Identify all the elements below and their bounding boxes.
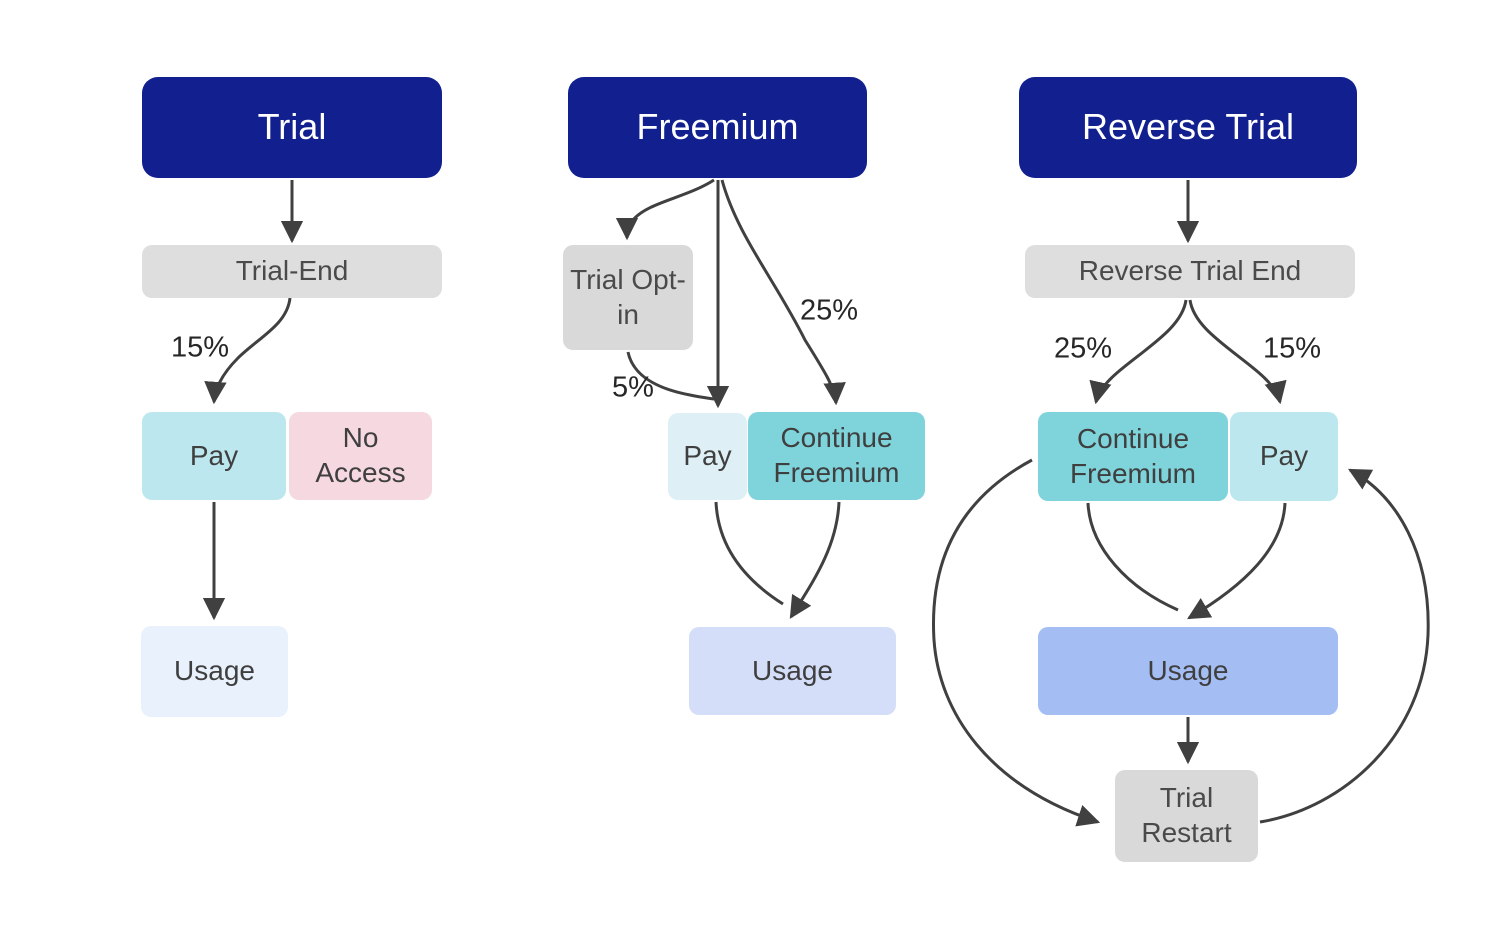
node-freemium-pay: Pay: [668, 413, 747, 500]
arrow-end-to-pay: [1188, 299, 1287, 405]
arrow-optin-to-pay: [626, 351, 715, 401]
node-trial-end: Trial-End: [142, 245, 442, 298]
header-freemium: Freemium: [568, 77, 867, 178]
node-reverse-pay: Pay: [1230, 412, 1338, 501]
arrow-contr-to-usage: [1086, 502, 1179, 612]
node-reverse-continue: Continue Freemium: [1038, 412, 1228, 501]
node-freemium-continue: Continue Freemium: [748, 412, 925, 500]
node-trial-opt-in: Trial Opt-in: [563, 245, 693, 350]
arrow-contm-to-usage: [789, 501, 841, 619]
edge-label-trial-15pct: 15%: [170, 331, 230, 364]
edge-label-freemium-25pct: 25%: [799, 294, 859, 327]
arrow-end-to-continue: [1089, 299, 1188, 405]
edge-label-reverse-15pct: 15%: [1262, 332, 1322, 365]
arrow-restart-to-pay-arc: [1259, 468, 1430, 824]
edge-label-freemium-5pct: 5%: [612, 371, 654, 404]
edge-label-reverse-25pct: 25%: [1053, 332, 1113, 365]
node-no-access: No Access: [289, 412, 432, 500]
arrow-trialend-to-pay: [204, 297, 292, 405]
arrow-freemium-to-optin: [615, 178, 715, 241]
header-reverse-trial: Reverse Trial: [1019, 77, 1357, 178]
arrow-paym-to-usage: [714, 501, 784, 606]
node-trial-restart: Trial Restart: [1115, 770, 1258, 862]
node-freemium-usage: Usage: [689, 627, 896, 715]
arrow-payr-to-usage: [1187, 502, 1287, 620]
arrow-continue-to-restart-arc: [932, 458, 1101, 827]
node-trial-pay: Pay: [142, 412, 286, 500]
header-trial: Trial: [142, 77, 442, 178]
node-trial-usage: Usage: [141, 626, 288, 717]
node-reverse-trial-end: Reverse Trial End: [1025, 245, 1355, 298]
arrow-freemium-to-continue: [720, 179, 846, 406]
node-reverse-usage: Usage: [1038, 627, 1338, 715]
